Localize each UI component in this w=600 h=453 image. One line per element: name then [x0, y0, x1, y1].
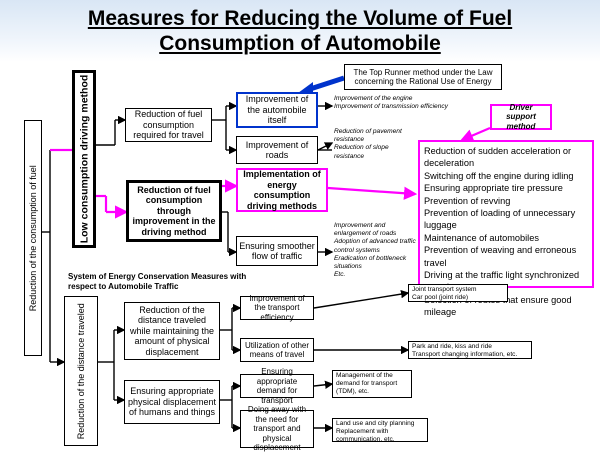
page-title: Measures for Reducing the Volume of Fuel…	[0, 6, 600, 56]
demand-transport-node: Ensuring appropriate demand for transpor…	[240, 367, 314, 405]
smoother-flow-node: Ensuring smoother flow of traffic	[236, 236, 318, 266]
system-heading-text: System of Energy Conservation Measures w…	[68, 272, 247, 291]
driver-measure-item: Maintenance of automobiles	[424, 232, 539, 243]
roads-note-3: Eradication of bottleneck situations	[334, 254, 407, 271]
roads-note-4: Etc.	[334, 271, 346, 279]
doing-away-node: Doing away with the need for transport a…	[240, 405, 314, 452]
implementation-node: Implementation of energy consumption dri…	[236, 168, 328, 212]
reduce-distance-label: Reduction of the distance traveled while…	[129, 304, 215, 357]
joint-transport-outcome: Joint transport system Car pool (joint r…	[408, 284, 508, 302]
ensure-displacement-node: Ensuring appropriate physical displaceme…	[124, 380, 220, 424]
other-means-label: Utilization of other means of travel	[244, 340, 310, 360]
driver-measure-item: Reduction of sudden acceleration or dece…	[424, 146, 572, 169]
title-band	[0, 0, 600, 62]
driver-measures-list: Reduction of sudden acceleration or dece…	[418, 140, 594, 317]
outcome-line: Transport changing information, etc.	[412, 351, 518, 359]
improve-roads-node: Improvement of roads	[236, 136, 318, 164]
engine-note-2: Improvement of transmission efficiency	[334, 103, 448, 111]
ensure-displacement-label: Ensuring appropriate physical displaceme…	[127, 386, 217, 418]
engine-note-1: Improvement of the engine	[334, 95, 413, 102]
title-line-1: Measures for Reducing the Volume of Fuel	[87, 7, 513, 30]
outcome-line: Management of the demand for transport (…	[336, 372, 398, 396]
improve-auto-node: Improvement of the automobile itself	[236, 92, 318, 128]
improve-auto-label: Improvement of the automobile itself	[245, 94, 309, 126]
system-heading: System of Energy Conservation Measures w…	[68, 272, 268, 294]
doing-away-label: Doing away with the need for transport a…	[247, 405, 307, 453]
roads-note-1: Improvement and enlargement of roads	[334, 222, 397, 238]
engine-notes: Improvement of the engine Improvement of…	[334, 95, 452, 117]
driver-support-callout: Driver support method	[490, 102, 552, 131]
smoother-flow-label: Ensuring smoother flow of traffic	[239, 240, 315, 262]
driver-measure-item: Prevention of weaving and erroneous trav…	[424, 245, 577, 268]
park-ride-outcome: Park and ride, kiss and ride Transport c…	[408, 341, 532, 359]
outcome-line: Car pool (joint ride)	[412, 294, 469, 302]
driver-measure-item: Switching off the engine during idling	[424, 170, 574, 181]
outcome-line: Land use and city planning	[336, 420, 415, 427]
driver-measure-item: Ensuring appropriate tire pressure	[424, 183, 563, 194]
transport-efficiency-label: Improvement of the transport efficiency	[249, 293, 305, 322]
root-label: Reduction of the consumption of fuel	[27, 164, 38, 312]
pavement-notes: Reduction of pavement resistance Reducti…	[334, 128, 420, 166]
outcome-line: Replacement with communication, etc.	[336, 428, 395, 444]
other-means-node: Utilization of other means of travel	[240, 338, 314, 362]
pavement-note-1: Reduction of pavement resistance	[334, 128, 402, 144]
driver-measure-item: Prevention of loading of unnecessary lug…	[424, 208, 576, 231]
top-runner-text: The Top Runner method under the Law conc…	[353, 67, 493, 87]
reduce-distance-node: Reduction of the distance traveled while…	[124, 302, 220, 360]
low-method-label: Low consumption driving method	[78, 74, 91, 244]
fuel-required-node: Reduction of fuel consumption required f…	[125, 108, 212, 142]
pavement-note-2: Reduction of slope resistance	[334, 144, 389, 160]
land-use-outcome: Land use and city planning Replacement w…	[332, 418, 428, 444]
implementation-label: Implementation of energy consumption dri…	[243, 169, 321, 211]
improve-roads-label: Improvement of roads	[245, 139, 309, 161]
outcome-line: Joint transport system	[412, 286, 477, 293]
energy-driving-node: Reduction of fuel consumption through im…	[126, 180, 222, 242]
title-line-2: Consumption of Automobile	[159, 32, 441, 55]
driver-measure-item: Prevention of revving	[424, 195, 511, 206]
fuel-required-label: Reduction of fuel consumption required f…	[133, 109, 204, 141]
low-consumption-method: Low consumption driving method	[72, 70, 96, 248]
distance-branch-label: Reduction of the distance traveled	[75, 302, 86, 440]
driver-support-text: Driver support method	[506, 102, 536, 131]
transport-efficiency-node: Improvement of the transport efficiency	[240, 293, 314, 322]
distance-branch-node: Reduction of the distance traveled	[64, 296, 98, 446]
top-runner-callout: The Top Runner method under the Law conc…	[344, 64, 502, 90]
root-node: Reduction of the consumption of fuel	[24, 120, 42, 356]
roads-note-2: Adoption of advanced traffic control sys…	[334, 238, 416, 254]
energy-driving-label: Reduction of fuel consumption through im…	[132, 184, 216, 237]
roads-flow-notes: Improvement and enlargement of roads Ado…	[334, 222, 420, 282]
demand-transport-label: Ensuring appropriate demand for transpor…	[256, 367, 298, 405]
outcome-line: Park and ride, kiss and ride	[412, 343, 492, 350]
tdm-outcome: Management of the demand for transport (…	[332, 370, 412, 398]
